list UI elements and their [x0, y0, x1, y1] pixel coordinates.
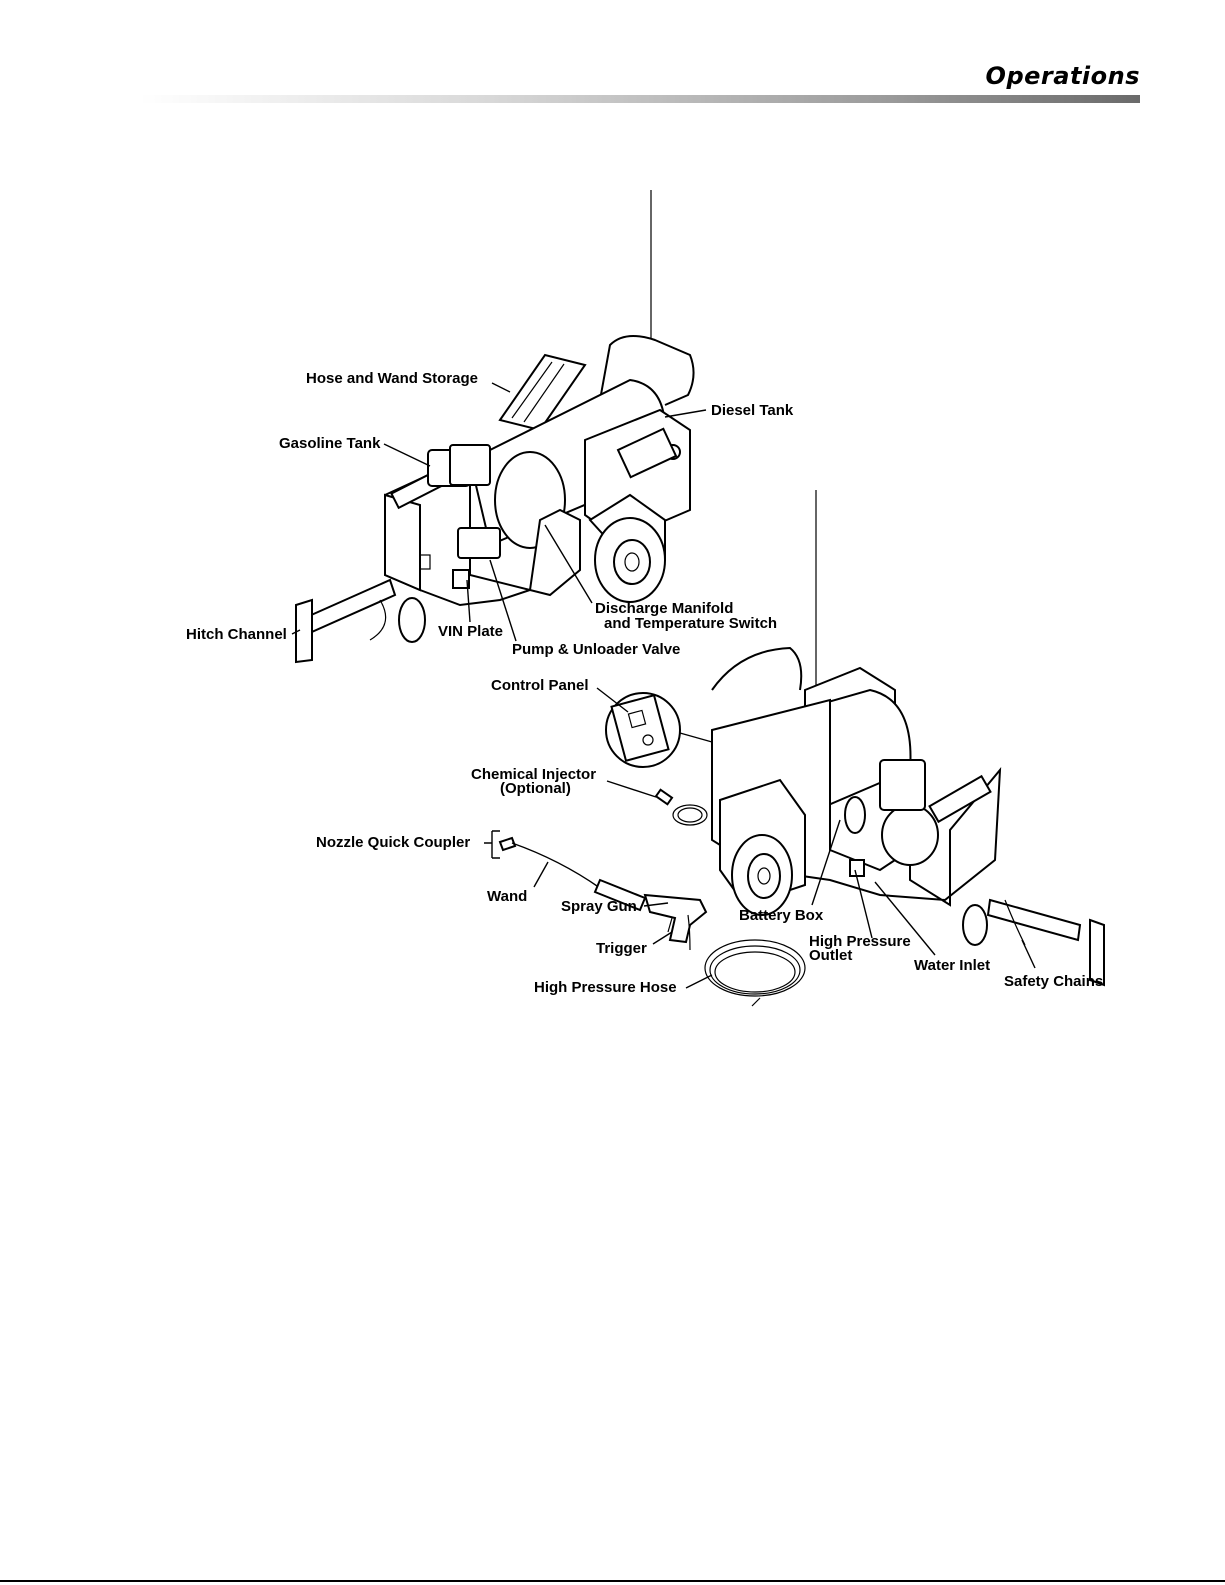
trigger-part [667, 917, 673, 933]
label-spray-gun: Spray Gun [561, 898, 637, 915]
label-chemical-injector-line1: Chemical Injector [471, 766, 596, 783]
pump-unloader [457, 527, 501, 559]
label-pump-unloader-valve: Pump & Unloader Valve [512, 641, 680, 658]
label-nozzle-quick-coupler: Nozzle Quick Coupler [316, 834, 470, 851]
engine-2 [881, 804, 939, 866]
wand-assembly [498, 836, 708, 944]
label-hose-wand-storage: Hose and Wand Storage [306, 370, 478, 387]
brand-logo-plate [616, 427, 678, 479]
storage-rack [498, 353, 587, 432]
label-high-pressure-outlet-line2: Outlet [809, 947, 852, 964]
callout-labels: Hose and Wand Storage Diesel Tank Gasoli… [186, 370, 1103, 996]
caster-wheel-2 [962, 904, 988, 946]
vin-plate [452, 569, 470, 589]
caster-wheel [398, 597, 426, 643]
wand-tube [511, 842, 601, 889]
spray-gun [643, 893, 708, 944]
trailer-unit-front-view [295, 190, 695, 664]
label-wand: Wand [487, 888, 527, 905]
main-frame [384, 463, 581, 607]
label-high-pressure-hose: High Pressure Hose [534, 979, 677, 996]
nozzle-quick-coupler [498, 836, 517, 852]
engine-block [449, 444, 491, 486]
leader-lines [291, 382, 1036, 989]
chemical-injector [654, 788, 708, 826]
brand-logo-plate-2 [928, 774, 992, 824]
label-battery-box: Battery Box [739, 907, 824, 924]
section-title: Operations [985, 62, 1140, 90]
control-panel-inset [605, 692, 713, 768]
label-trigger: Trigger [596, 940, 647, 957]
hitch-channel-2 [1089, 918, 1105, 987]
label-discharge-manifold-line2: and Temperature Switch [604, 615, 777, 632]
hitch-arm-2 [986, 898, 1082, 942]
label-control-panel: Control Panel [491, 677, 589, 694]
label-water-inlet: Water Inlet [914, 957, 990, 974]
label-hitch-channel: Hitch Channel [186, 626, 287, 643]
front-panel [384, 493, 421, 592]
hitch-channel [295, 598, 313, 664]
label-high-pressure-outlet-line1: High Pressure [809, 933, 911, 950]
battery-box [844, 796, 866, 834]
engine-block-2 [879, 759, 926, 811]
label-diesel-tank: Diesel Tank [711, 402, 794, 419]
front-safety-chain [369, 599, 387, 641]
wand-grip [593, 878, 647, 912]
label-discharge-manifold-line1: Discharge Manifold [595, 600, 733, 617]
rear-handle-2 [711, 646, 803, 691]
footer-rule [0, 1580, 1225, 1582]
label-safety-chains: Safety Chains [1004, 973, 1103, 990]
trailer-unit-rear-view [711, 490, 1105, 987]
label-vin-plate: VIN Plate [438, 623, 503, 640]
hitch-arm [298, 578, 397, 637]
outlet-fittings [849, 859, 865, 877]
label-gasoline-tank: Gasoline Tank [279, 435, 381, 452]
high-pressure-hose [687, 914, 806, 1007]
label-chemical-injector-line2: (Optional) [500, 780, 571, 797]
header-gradient-rule [140, 95, 1140, 103]
